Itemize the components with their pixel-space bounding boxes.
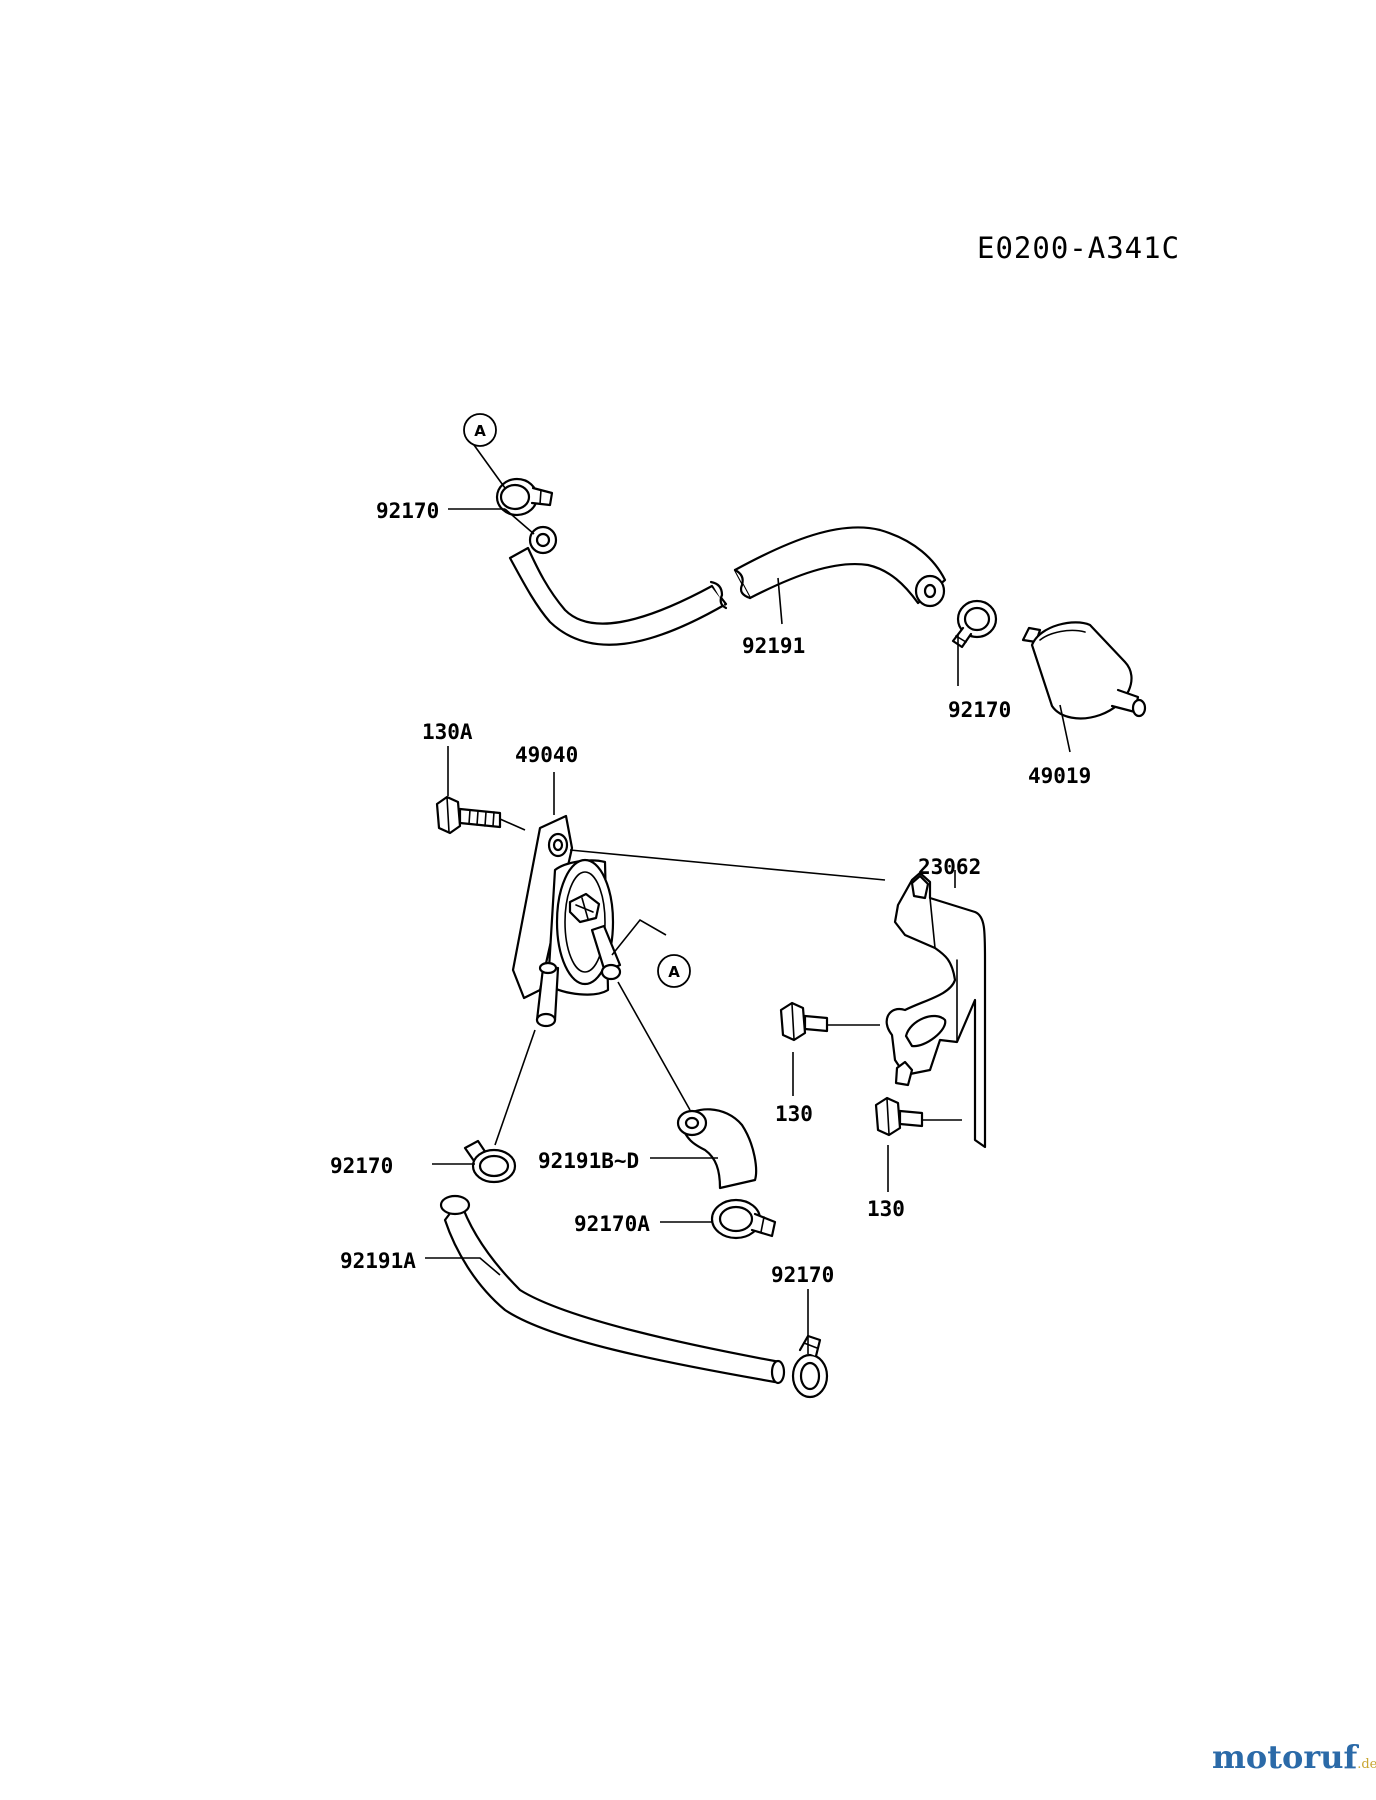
watermark-logo: motoruf.de bbox=[1212, 1738, 1376, 1776]
bolt-130-upper-icon[interactable] bbox=[779, 1001, 829, 1042]
fuel-pump-icon[interactable] bbox=[511, 814, 622, 1028]
hose-clamp-icon-top-left[interactable] bbox=[495, 477, 554, 517]
hose-clamp-icon-lower-left[interactable] bbox=[463, 1139, 517, 1184]
hose-clamp-icon-lower-right[interactable] bbox=[791, 1334, 829, 1399]
hose-clamp-icon-elbow[interactable] bbox=[710, 1198, 777, 1240]
bracket-23062-icon[interactable] bbox=[885, 871, 987, 1149]
bolt-130a-icon[interactable] bbox=[435, 795, 502, 835]
label-49040: 49040 bbox=[515, 743, 578, 767]
label-130-upper: 130 bbox=[775, 1102, 813, 1126]
label-92191b-d: 92191B~D bbox=[538, 1149, 639, 1173]
label-92170-lower-left: 92170 bbox=[330, 1154, 393, 1178]
label-49019: 49019 bbox=[1028, 764, 1091, 788]
svg-text:A: A bbox=[474, 422, 486, 440]
svg-text:A: A bbox=[668, 963, 680, 981]
leader-lines bbox=[425, 444, 1071, 1354]
label-23062: 23062 bbox=[918, 855, 981, 879]
bolt-130-lower-icon[interactable] bbox=[874, 1096, 924, 1137]
diagram-code: E0200-A341C bbox=[977, 231, 1180, 265]
label-92170-top-right: 92170 bbox=[948, 698, 1011, 722]
label-92191a: 92191A bbox=[340, 1249, 416, 1273]
watermark-tld: .de bbox=[1357, 1757, 1376, 1772]
hose-92191a-icon[interactable] bbox=[439, 1194, 786, 1385]
hose-clamp-icon-top-right[interactable] bbox=[951, 599, 998, 649]
label-92170-top-left: 92170 bbox=[376, 499, 439, 523]
reference-marker-a-top: A bbox=[463, 413, 497, 447]
label-92170a: 92170A bbox=[574, 1212, 650, 1236]
elbow-hose-icon[interactable] bbox=[676, 1108, 758, 1190]
label-130-lower: 130 bbox=[867, 1197, 905, 1221]
fuel-filter-icon[interactable] bbox=[1021, 621, 1147, 720]
reference-marker-a-pump: A bbox=[657, 954, 691, 988]
hose-92191[interactable] bbox=[508, 525, 947, 646]
watermark-name: motoruf bbox=[1212, 1738, 1358, 1776]
label-130a: 130A bbox=[422, 720, 473, 744]
label-92191: 92191 bbox=[742, 634, 805, 658]
label-92170-lower-right: 92170 bbox=[771, 1263, 834, 1287]
